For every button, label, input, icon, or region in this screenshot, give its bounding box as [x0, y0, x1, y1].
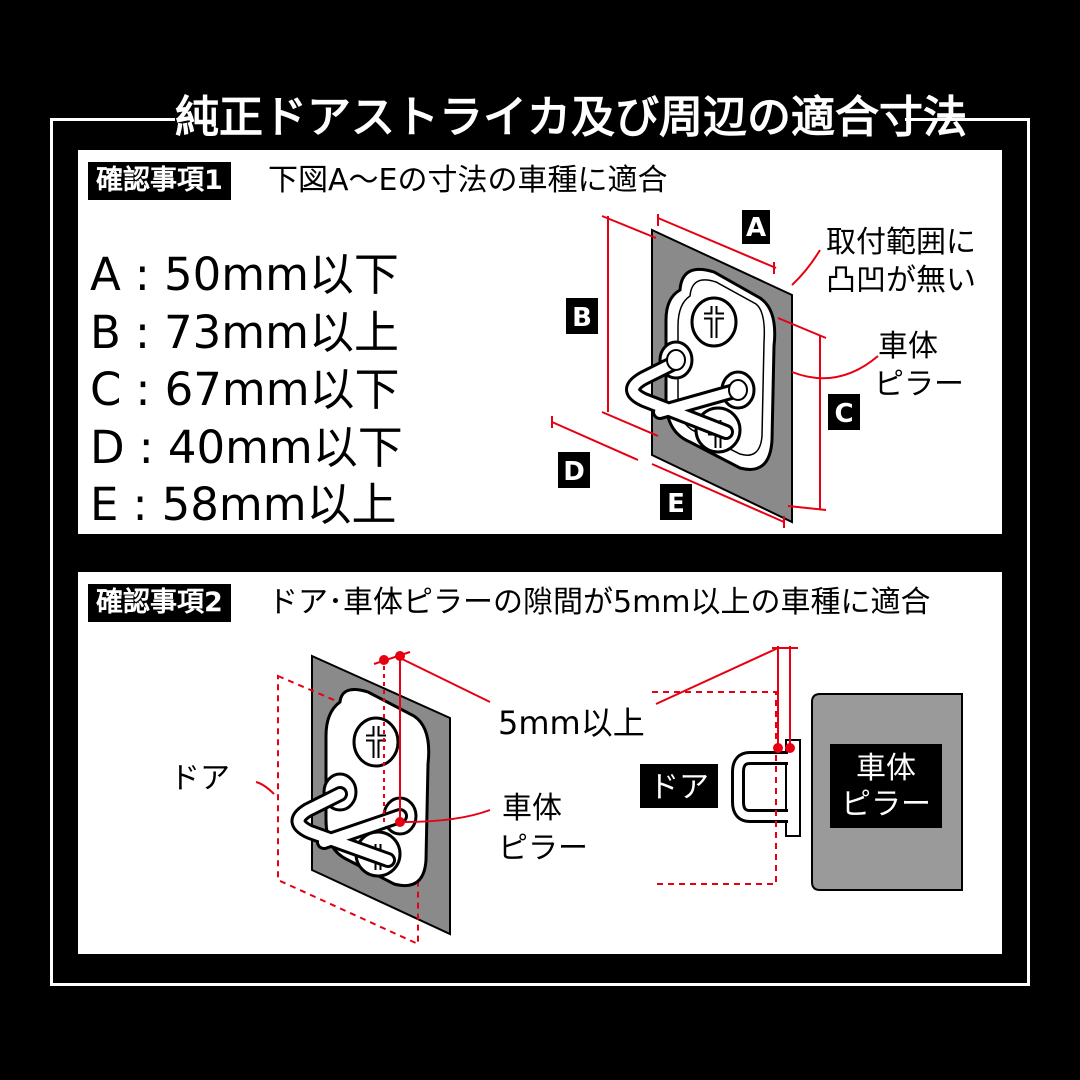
striker-loop — [290, 772, 418, 868]
spec-sep: : — [134, 248, 150, 301]
striker-loop — [625, 340, 756, 440]
spec-letter: A — [90, 248, 121, 301]
spec-sep: : — [135, 363, 151, 416]
pillar-label-line1: 車体 — [878, 329, 938, 364]
check1-panel: 確認事項1 下図A～Eの寸法の車種に適合 A:50mm以下 B:73mm以上 C… — [78, 150, 1002, 534]
striker-dimension-diagram: A B C D E 取付範囲に 凸凹が無い 車体 ピラー — [551, 210, 976, 528]
spec-value: 40mm以下 — [167, 420, 403, 474]
spec-letter: B — [90, 305, 121, 359]
spec-item-b: B:73mm以上 — [90, 304, 403, 362]
spec-letter: C — [90, 363, 122, 416]
check2-panel: 確認事項2 ドア･車体ピラーの隙間が5mm以上の車種に適合 — [78, 572, 1002, 954]
svg-text:A: A — [746, 213, 766, 243]
badge-d: D — [558, 452, 590, 488]
check2-tag: 確認事項2 — [88, 584, 231, 622]
svg-text:B: B — [572, 303, 592, 333]
badge-e: E — [660, 484, 692, 520]
spec-item-c: C:67mm以下 — [90, 361, 403, 419]
spec-letter: D — [90, 420, 125, 474]
check2-text: ドア･車体ピラーの隙間が5mm以上の車種に適合 — [268, 585, 931, 620]
svg-text:C: C — [834, 399, 853, 429]
pillar-label-line2: ピラー — [874, 367, 964, 402]
svg-text:D: D — [563, 457, 585, 487]
spec-value: 58mm以上 — [161, 478, 397, 531]
spec-value: 50mm以下 — [163, 248, 399, 301]
side-striker-loop — [731, 751, 788, 823]
spec-item-e: E:58mm以上 — [90, 476, 403, 534]
gap-markers — [255, 647, 779, 827]
gap-diagram: 5mm以上 ドア 車体 ピラー 車体 ピラー ドア — [170, 646, 963, 946]
check1-tag: 確認事項1 — [88, 162, 231, 200]
mount-note-line1: 取付範囲に — [826, 225, 976, 260]
pillar-label-line2: ピラー — [498, 831, 588, 866]
badge-c: C — [828, 394, 860, 430]
spec-value: 67mm以下 — [164, 363, 400, 416]
side-door-label: ドア — [649, 770, 709, 805]
page-title: 純正ドアストライカ及び周辺の適合寸法 — [175, 90, 967, 146]
spec-sep: : — [134, 305, 151, 359]
screw-top-icon — [352, 716, 400, 768]
screw-top-icon — [690, 296, 738, 348]
spec-letter: E — [90, 478, 119, 531]
side-gap-markers — [652, 646, 798, 885]
check1-text: 下図A～Eの寸法の車種に適合 — [268, 163, 668, 198]
spec-sep: : — [132, 478, 148, 531]
door-label: ドア — [170, 761, 230, 796]
gap-label: 5mm以上 — [498, 704, 645, 742]
side-door-label-box — [640, 764, 718, 808]
side-pillar-label-box — [830, 744, 942, 828]
dimension-lines — [551, 214, 879, 528]
striker-base-inner — [677, 279, 766, 456]
spec-item-d: D:40mm以下 — [90, 419, 403, 477]
badge-b: B — [566, 298, 598, 334]
side-pillar-line1: 車体 — [856, 751, 916, 786]
side-striker-plate — [785, 739, 801, 837]
spec-list: A:50mm以下 B:73mm以上 C:67mm以下 D:40mm以下 E:58… — [90, 246, 403, 534]
pillar-label-line1: 車体 — [502, 791, 562, 826]
spec-sep: : — [138, 420, 154, 474]
svg-text:E: E — [667, 489, 685, 519]
badge-a: A — [742, 210, 770, 244]
side-pillar-line2: ピラー — [841, 787, 931, 822]
spec-value: 73mm以上 — [164, 305, 399, 359]
mount-note-line2: 凸凹が無い — [826, 263, 976, 298]
spec-item-a: A:50mm以下 — [90, 246, 403, 304]
